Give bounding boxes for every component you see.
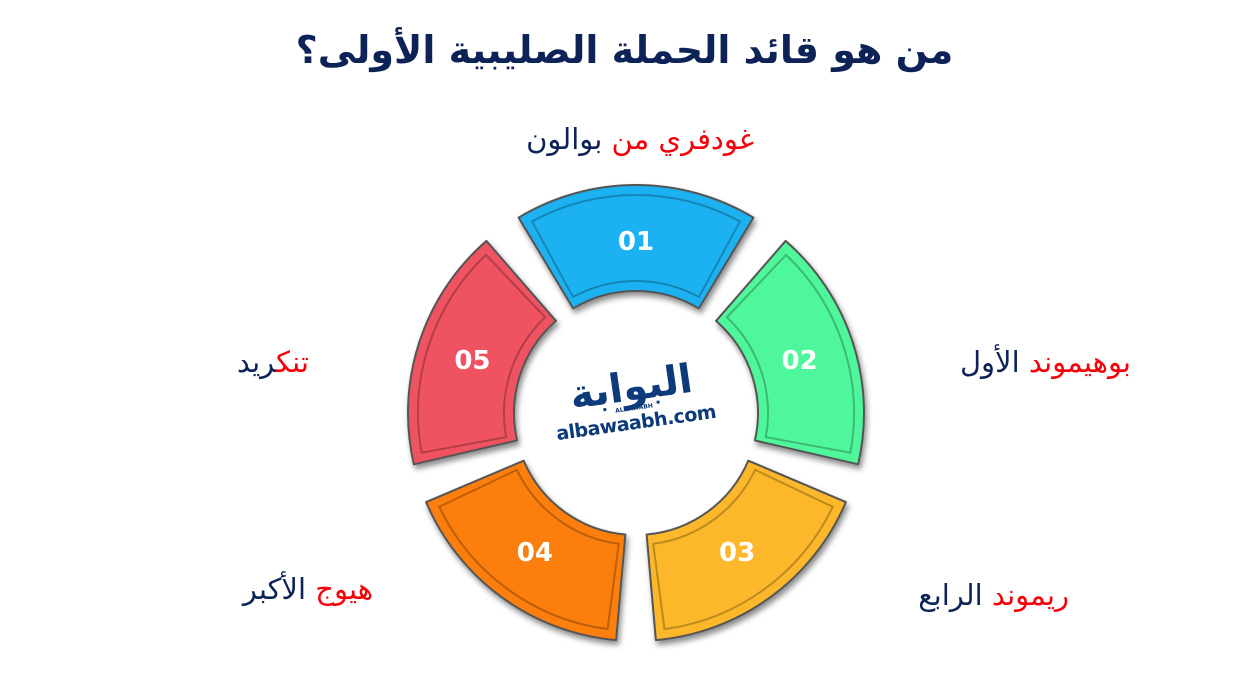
answer-label-03: ريموند الرابع: [918, 578, 1069, 612]
answer-highlight: غودفري من: [611, 122, 754, 156]
segment-number: 01: [618, 227, 654, 257]
answer-highlight: بوهيموند: [1028, 345, 1131, 379]
answer-text: الرابع: [918, 578, 992, 612]
segment-01: 01: [517, 184, 755, 310]
answer-text: الأول: [959, 345, 1029, 379]
segment-bevel: [437, 468, 620, 631]
answer-label-04: هيوج الأكبر: [243, 572, 373, 606]
segment-bevel: [652, 468, 835, 631]
segment-shape: [645, 459, 847, 642]
segment-05: 05: [407, 239, 557, 466]
answer-text: الأكبر: [242, 572, 316, 606]
segment-shape: [425, 459, 627, 642]
segment-number: 05: [454, 346, 490, 376]
segment-02: 02: [715, 239, 865, 466]
page-title: من هو قائد الحملة الصليبية الأولى؟: [295, 28, 954, 72]
segment-bevel: [417, 253, 547, 454]
segment-03: 03: [645, 459, 847, 642]
answer-label-02: بوهيموند الأول: [960, 345, 1131, 379]
segment-number: 02: [781, 346, 817, 376]
segment-shape: [517, 184, 755, 310]
segment-number: 04: [517, 538, 553, 568]
answer-text: ريد: [236, 345, 277, 379]
segment-04: 04: [425, 459, 627, 642]
segment-shape: [715, 239, 865, 466]
segment-number: 03: [719, 538, 755, 568]
answer-highlight: تنك: [276, 345, 309, 379]
answer-highlight: ريموند: [991, 578, 1069, 612]
answer-label-05: تنكريد: [237, 345, 309, 379]
answer-highlight: هيوج: [315, 572, 373, 606]
segment-bevel: [530, 194, 742, 299]
answer-label-01: غودفري من بوالون: [526, 122, 754, 156]
segment-shape: [407, 239, 557, 466]
answer-text: بوالون: [526, 122, 612, 156]
segment-bevel: [725, 253, 855, 454]
